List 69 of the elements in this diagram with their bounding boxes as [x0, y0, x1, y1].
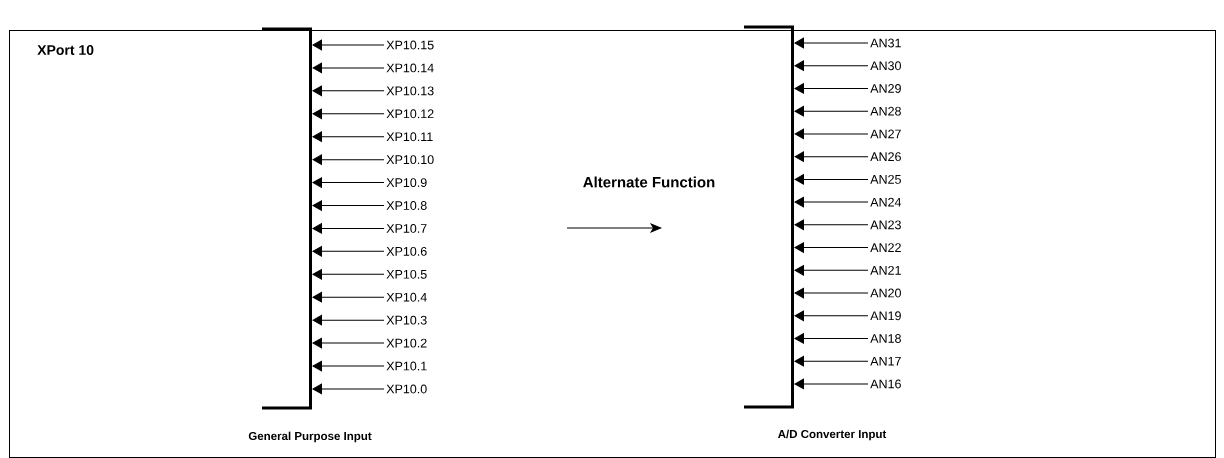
pin-label: AN28 — [870, 106, 901, 116]
pin-label: AN16 — [870, 379, 901, 389]
bracket — [744, 25, 794, 409]
arrow — [794, 310, 869, 322]
arrow — [312, 62, 385, 74]
pin-label: XP10.10 — [386, 155, 434, 165]
arrow — [312, 223, 385, 234]
pin-label: AN18 — [870, 334, 901, 343]
arrow — [312, 154, 385, 165]
pin-label: XP10.8 — [386, 201, 427, 210]
pin-label: AN21 — [870, 265, 901, 275]
pin-label: XP10.14 — [386, 63, 434, 73]
arrow — [794, 60, 869, 71]
arrow — [794, 242, 869, 253]
pin-label: XP10.15 — [386, 40, 434, 50]
arrow — [312, 269, 385, 280]
arrow — [312, 131, 385, 142]
pin-label: XP10.6 — [386, 246, 427, 256]
arrow — [794, 83, 869, 94]
pin-label: AN27 — [870, 129, 901, 139]
arrow — [312, 85, 385, 97]
bracket — [262, 27, 312, 410]
arrow — [312, 246, 385, 257]
pin-label: AN24 — [870, 197, 902, 207]
arrow — [794, 196, 869, 208]
arrow — [312, 177, 385, 188]
arrow — [312, 314, 385, 326]
node-label: A/D Converter Input — [778, 429, 887, 441]
function-label: Alternate Function — [583, 176, 715, 188]
pin-label: XP10.9 — [386, 178, 427, 187]
arrow — [794, 105, 869, 117]
pin-label: AN30 — [870, 61, 901, 71]
pin-label: XP10.5 — [386, 269, 427, 279]
arrow — [794, 355, 869, 367]
arrow — [794, 219, 869, 231]
node-label: General Purpose Input — [248, 431, 372, 443]
arrow — [312, 200, 385, 211]
pin-label: XP10.2 — [386, 338, 427, 348]
arrow — [794, 37, 869, 49]
pin-label: AN31 — [870, 38, 901, 48]
pin-label: AN25 — [870, 174, 901, 184]
arrow — [312, 337, 385, 349]
arrow — [794, 128, 869, 140]
arrow — [794, 151, 869, 162]
arrow — [794, 174, 869, 185]
pin-label: AN29 — [870, 84, 901, 93]
arrow — [794, 378, 869, 390]
arrow — [312, 291, 385, 303]
pin-label: AN26 — [870, 152, 901, 162]
pin-label: AN19 — [870, 311, 901, 321]
pin-label: XP10.4 — [386, 292, 427, 302]
pin-label: XP10.12 — [386, 109, 434, 119]
pin-label: AN17 — [870, 356, 901, 366]
pin-label: XP10.13 — [386, 86, 434, 96]
arrow — [794, 265, 869, 276]
arrow — [794, 287, 869, 299]
arrow — [794, 333, 869, 344]
arrow — [312, 360, 385, 372]
arrow — [312, 39, 385, 51]
pin-label: XP10.0 — [386, 384, 427, 394]
pin-label: XP10.11 — [386, 132, 433, 142]
pin-label: XP10.7 — [386, 224, 427, 233]
arrow — [312, 383, 385, 395]
pin-label: XP10.3 — [386, 315, 427, 325]
pin-label: AN20 — [870, 288, 901, 298]
pin-label: AN22 — [870, 243, 901, 252]
arrow — [312, 108, 385, 120]
pin-label: XP10.1 — [386, 361, 427, 371]
pin-label: AN23 — [870, 220, 901, 230]
